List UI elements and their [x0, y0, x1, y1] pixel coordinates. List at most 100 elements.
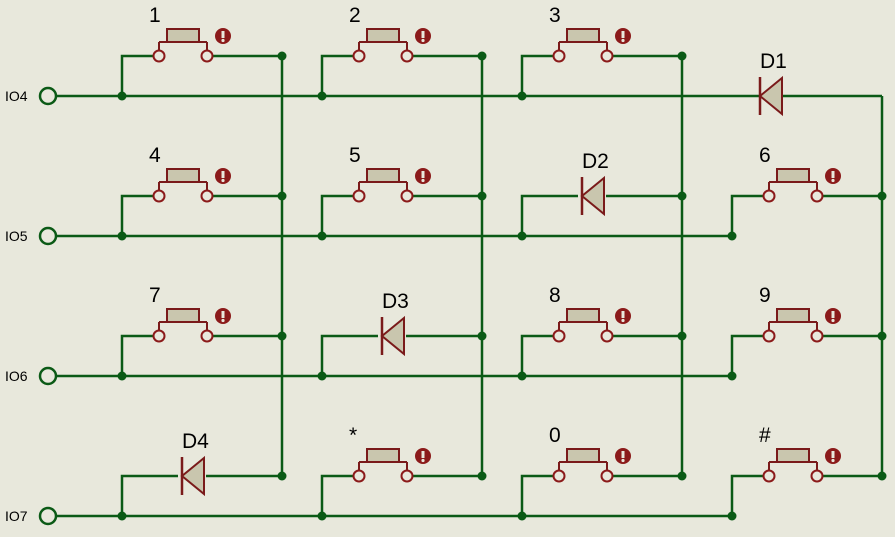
switch-terminal	[600, 329, 614, 343]
pin-terminal	[38, 366, 58, 386]
switch-cap	[366, 448, 400, 463]
push-button-switch: 9	[759, 284, 841, 343]
junction-dot	[727, 511, 737, 521]
switch-indicator-mark	[221, 171, 225, 178]
input-pin: IO5	[5, 226, 58, 246]
push-button-switch: 0	[549, 424, 631, 483]
switch-terminal	[810, 329, 824, 343]
push-button-switch: 3	[549, 4, 631, 63]
diode: D1	[758, 50, 787, 117]
switch-indicator-mark	[221, 311, 225, 318]
switch-terminal	[762, 189, 776, 203]
switch-lead-left	[120, 54, 153, 96]
junction-dot	[517, 231, 527, 241]
push-button-switch: 2	[349, 4, 431, 63]
switch-indicator-mark	[421, 451, 425, 458]
push-button-switch: 7	[149, 284, 231, 343]
switch-indicator-mark	[621, 318, 625, 323]
junction-dot	[117, 511, 127, 521]
junction-dot	[477, 191, 487, 201]
switch-indicator-mark	[831, 171, 835, 178]
diode-lead-left	[120, 474, 178, 516]
input-pin: IO7	[5, 506, 58, 526]
junction-dot	[477, 331, 487, 341]
switch-indicator-mark	[621, 31, 625, 38]
diode: D2	[580, 150, 609, 217]
diode-label: D4	[182, 430, 209, 453]
junction-dot	[277, 471, 287, 481]
key-label: 6	[759, 144, 771, 167]
switch-lead-left	[730, 194, 763, 236]
push-button-switch: 5	[349, 144, 431, 203]
switch-lead-left	[120, 194, 153, 236]
junction-dot	[317, 91, 327, 101]
switch-indicator-mark	[831, 311, 835, 318]
switch-terminal	[352, 49, 366, 63]
junction-dot	[517, 91, 527, 101]
switch-terminal	[200, 329, 214, 343]
switch-cap	[366, 28, 400, 43]
switch-indicator-mark	[621, 458, 625, 463]
diode-label: D2	[582, 150, 609, 173]
junction-dot	[117, 371, 127, 381]
switch-lead-left	[520, 54, 553, 96]
switch-lead-left	[320, 474, 353, 516]
switch-cap	[166, 308, 200, 323]
pin-label: IO4	[5, 88, 28, 104]
switch-lead-left	[520, 474, 553, 516]
switch-indicator-mark	[421, 31, 425, 38]
switch-terminal	[352, 469, 366, 483]
switch-terminal	[152, 49, 166, 63]
switch-indicator-mark	[621, 311, 625, 318]
switch-cap	[776, 448, 810, 463]
switch-indicator-mark	[831, 318, 835, 323]
junction-dot	[727, 231, 737, 241]
switch-terminal	[762, 469, 776, 483]
key-label: 9	[759, 284, 771, 307]
diode-triangle	[580, 175, 605, 217]
junction-dot	[677, 471, 687, 481]
diode-lead-left	[320, 334, 378, 376]
junction-dot	[317, 511, 327, 521]
switch-lead-left	[520, 334, 553, 376]
push-button-switch: 4	[149, 144, 231, 203]
switch-indicator-mark	[621, 38, 625, 43]
switch-terminal	[200, 189, 214, 203]
key-label: 0	[549, 424, 561, 447]
push-button-switch: *	[349, 424, 431, 483]
switch-indicator-mark	[221, 318, 225, 323]
key-label: 7	[149, 284, 161, 307]
wires-layer	[56, 51, 887, 521]
junction-dot	[877, 331, 887, 341]
switch-terminal	[810, 469, 824, 483]
switch-indicator-mark	[421, 458, 425, 463]
switch-cap	[566, 448, 600, 463]
junction-dot	[677, 51, 687, 61]
switch-lead-left	[730, 474, 763, 516]
switch-cap	[566, 308, 600, 323]
pin-terminal	[38, 86, 58, 106]
pin-label: IO5	[5, 228, 28, 244]
diode: D4	[180, 430, 209, 497]
switch-lead-left	[120, 334, 153, 376]
switch-cap	[166, 168, 200, 183]
switch-indicator-mark	[421, 38, 425, 43]
key-label: 5	[349, 144, 361, 167]
key-label: 3	[549, 4, 561, 27]
key-label: 4	[149, 144, 161, 167]
switch-cap	[566, 28, 600, 43]
switch-terminal	[552, 469, 566, 483]
junction-dot	[677, 191, 687, 201]
junction-dot	[117, 231, 127, 241]
switch-lead-left	[320, 54, 353, 96]
junction-dot	[877, 471, 887, 481]
switch-terminal	[400, 469, 414, 483]
switch-indicator-mark	[621, 451, 625, 458]
junction-dot	[517, 371, 527, 381]
switch-cap	[166, 28, 200, 43]
input-pin: IO6	[5, 366, 58, 386]
junction-dot	[877, 191, 887, 201]
